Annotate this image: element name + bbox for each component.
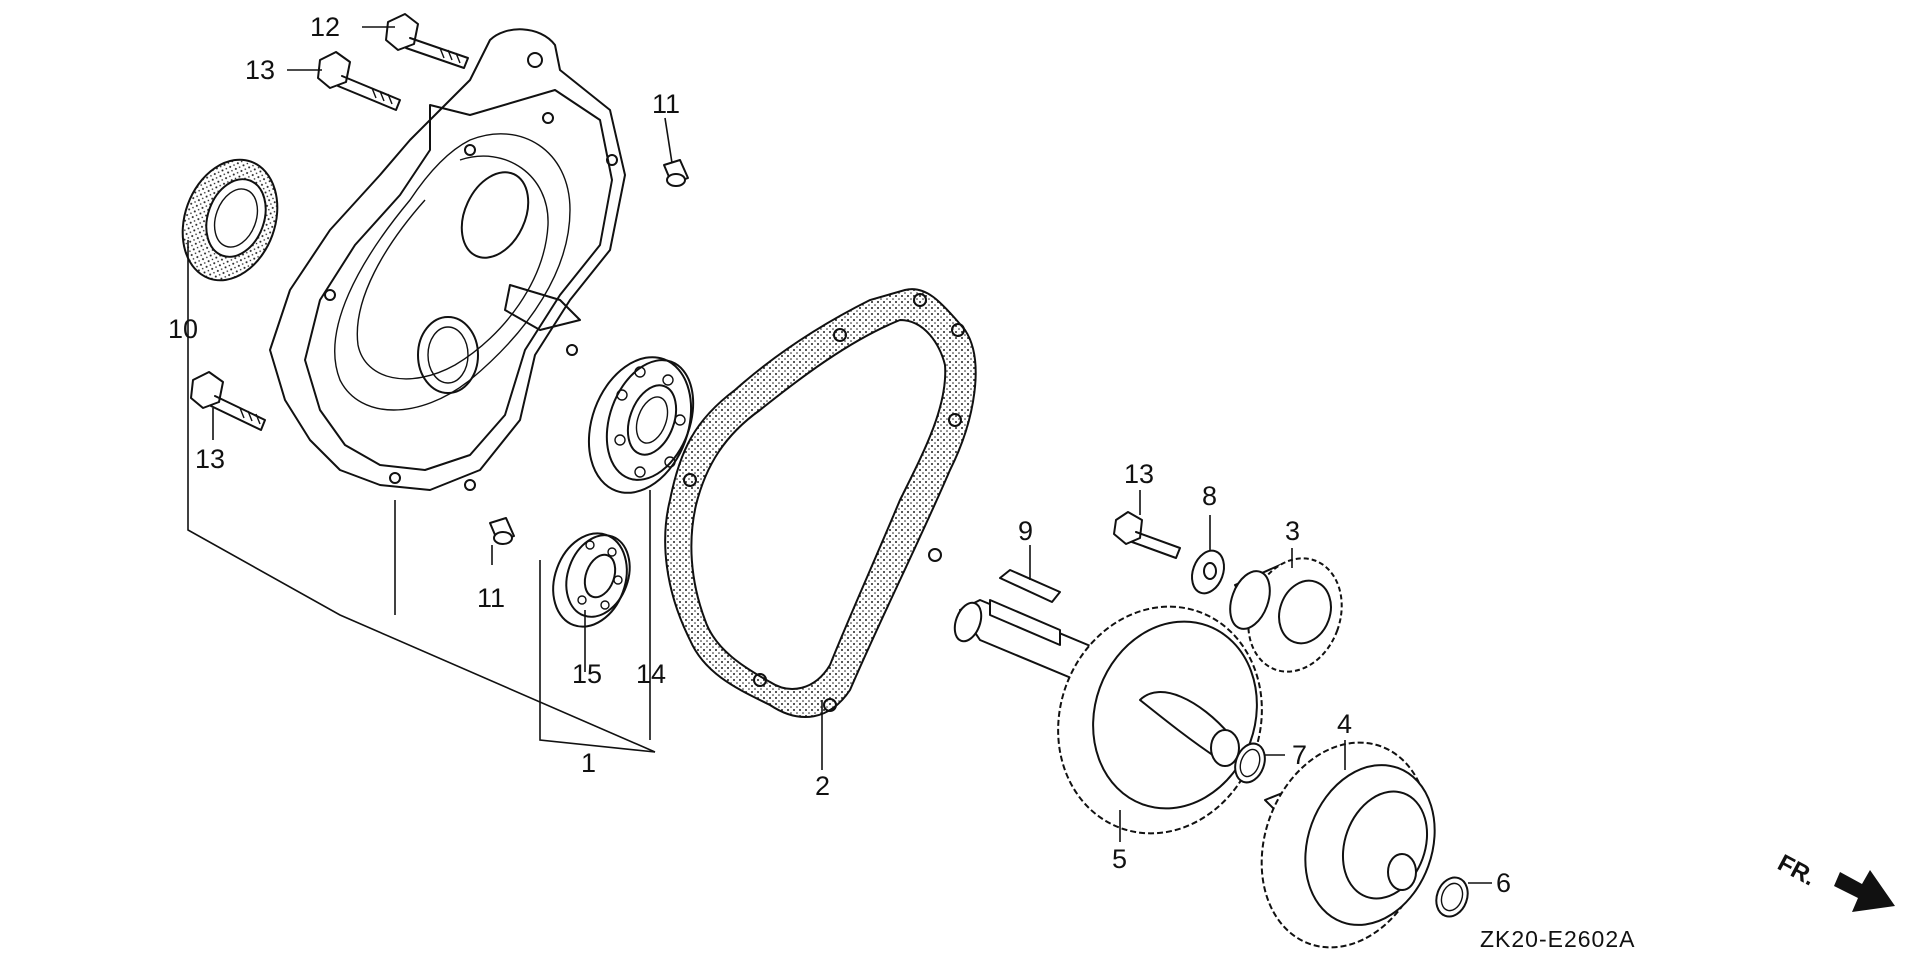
circlip-upper	[1234, 742, 1266, 784]
dowel-pin-top	[663, 159, 689, 187]
dowel-pin-bottom	[489, 517, 515, 545]
callout-12: 13	[1124, 459, 1154, 489]
callout-8: 8	[1202, 481, 1217, 511]
callout-10: 10	[168, 314, 198, 344]
callout-13-middle: 13	[245, 55, 275, 85]
bolt-lower	[190, 371, 266, 431]
bolt-top	[385, 13, 469, 69]
bolt-small	[1113, 511, 1181, 559]
callout-9: 9	[1018, 516, 1033, 546]
leader-lines	[187, 26, 1492, 884]
callout-13-lower: 13	[195, 444, 225, 474]
gasket	[664, 288, 977, 718]
callout-5: 5	[1112, 844, 1127, 874]
callout-13-top: 12	[310, 12, 340, 42]
callout-3: 3	[1285, 516, 1300, 546]
ball-bearing-small	[552, 532, 631, 628]
callout-1: 1	[581, 748, 596, 778]
washer	[1191, 549, 1225, 595]
bolt-middle	[317, 51, 401, 111]
output-shaft-gear	[953, 599, 1263, 835]
gear-case-cover	[269, 28, 626, 491]
callout-6: 6	[1496, 868, 1511, 898]
callout-2: 2	[815, 771, 830, 801]
callout-7: 7	[1292, 740, 1307, 770]
front-arrow-icon	[1834, 870, 1895, 912]
oil-seal	[181, 158, 279, 282]
gear-large	[1260, 741, 1436, 949]
circlip-lower	[1435, 876, 1469, 918]
front-label: FR.	[1773, 849, 1820, 891]
diagram-code: ZK20-E2602A	[1480, 926, 1635, 952]
callout-15: 15	[572, 659, 602, 689]
callout-4: 4	[1337, 709, 1352, 739]
woodruff-key	[999, 569, 1061, 603]
ball-bearing-large	[587, 356, 695, 494]
front-direction-indicator: FR.	[1773, 849, 1895, 912]
callout-11-top: 11	[652, 89, 680, 119]
callout-14: 14	[636, 659, 666, 689]
gear-small	[1229, 557, 1343, 673]
callouts: 12 13 11 10 13 11 15 14 1 2 9 13 8 3 4 7…	[168, 12, 1511, 898]
callout-11-bottom: 11	[477, 583, 505, 613]
